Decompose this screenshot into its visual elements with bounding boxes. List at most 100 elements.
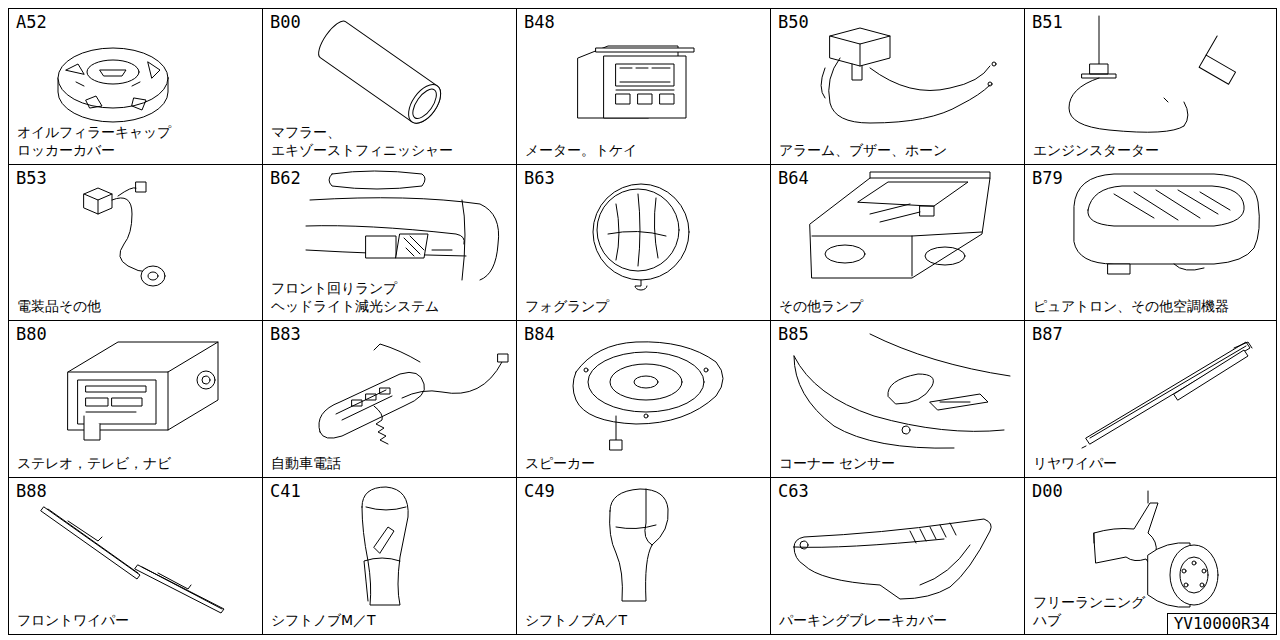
part-group-code: B88: [16, 481, 47, 501]
electrical-part-drawing-part: [136, 182, 146, 192]
part-group-name: フロントワイパー: [17, 611, 129, 629]
stereo-drawing-part: [197, 371, 215, 389]
part-group-name: シフトノブA／T: [525, 611, 627, 629]
shift-knob-at-drawing-part: [645, 489, 652, 545]
room-lamp-drawing-part: [920, 206, 934, 216]
corner-sensor-drawing-part: [794, 356, 1004, 431]
electrical-part-drawing-part: [84, 188, 112, 214]
buzzer-drawing: [821, 28, 996, 123]
drawing-number-box: YV10000R34: [1167, 613, 1277, 635]
part-group-code: B62: [270, 168, 301, 188]
part-group-code: B85: [778, 324, 809, 344]
room-lamp-drawing-part: [870, 172, 990, 178]
part-group-name: シフトノブM／T: [271, 611, 376, 629]
part-group-name: その他ランプ: [779, 297, 863, 315]
car-phone-drawing-part: [366, 394, 376, 400]
room-lamp-drawing-part: [870, 204, 920, 222]
part-group-name: フリーランニング ハブ: [1033, 593, 1145, 629]
parking-brake-cover-drawing-part: [920, 545, 970, 585]
corner-sensor-drawing-part: [888, 374, 934, 404]
catalog-cell: B88 フロントワイパー: [8, 477, 263, 635]
part-group-name: フロント回りランプ ヘッドライト減光システム: [271, 279, 439, 315]
front-lamp-drawing-part: [462, 200, 465, 280]
muffler-drawing: [314, 17, 447, 129]
part-group-name: リヤワイパー: [1033, 454, 1117, 472]
part-group-name: スピーカー: [525, 454, 595, 472]
part-group-code: B53: [16, 168, 47, 188]
muffler-drawing-part-part: [408, 85, 441, 122]
engine-starter-drawing: [1069, 16, 1247, 132]
drawing-number: YV10000R34: [1174, 615, 1270, 633]
catalog-cell: B63フォグランプ: [516, 164, 771, 321]
engine-starter-drawing-part-part: [1199, 55, 1235, 84]
part-group-code: B00: [270, 12, 301, 32]
free-running-hub-drawing-part: [1094, 533, 1095, 543]
corner-sensor-drawing: [794, 334, 1010, 448]
part-group-name: エンジンスターター: [1033, 141, 1159, 159]
electrical-part-drawing-part: [112, 198, 148, 272]
speaker-drawing-part: [588, 352, 704, 412]
air-purifier-drawing-part: [1074, 174, 1259, 264]
engine-starter-drawing-part: [1164, 98, 1168, 102]
free-running-hub-drawing-part: [1170, 545, 1218, 605]
parking-brake-cover-drawing: [794, 519, 991, 599]
part-group-name: アラーム、ブザー、ホーン: [779, 141, 947, 159]
shift-knob-mt-drawing-part: [364, 558, 400, 601]
buzzer-drawing-part: [992, 62, 996, 66]
part-group-code: B84: [524, 324, 555, 344]
part-group-code: A52: [16, 12, 47, 32]
air-purifier-drawing-part: [1114, 190, 1230, 220]
air-purifier-drawing-part: [1174, 264, 1204, 270]
front-wiper-drawing-part: [41, 507, 140, 579]
speaker-drawing-part: [616, 416, 617, 440]
front-wiper-drawing-part: [142, 567, 222, 609]
front-lamp-drawing-part: [329, 171, 425, 189]
room-lamp-drawing-part: [912, 236, 913, 276]
corner-sensor-drawing-part: [940, 402, 970, 403]
speaker-drawing-part: [644, 414, 648, 418]
shift-knob-mt-drawing-part: [366, 507, 406, 510]
corner-sensor-drawing-part: [870, 334, 1010, 376]
clock-drawing-part: [616, 94, 630, 104]
front-wiper-drawing-part: [135, 565, 224, 613]
clock-drawing-part: [616, 64, 674, 86]
part-group-name: 電装品その他: [17, 297, 101, 315]
car-phone-drawing-part: [402, 362, 502, 398]
part-group-name: フォグランプ: [525, 297, 609, 315]
buzzer-drawing-part: [988, 82, 992, 86]
room-lamp-drawing-part: [925, 247, 965, 265]
catalog-cell: B84 スピーカー: [516, 320, 771, 478]
catalog-cell: B87リヤワイパー: [1024, 320, 1277, 478]
rear-wiper-drawing-part: [1082, 346, 1246, 448]
free-running-hub-drawing-part: [1182, 569, 1186, 573]
catalog-cell: B64 その他ランプ: [770, 164, 1025, 321]
shift-knob-mt-drawing-part: [374, 527, 394, 553]
car-phone-drawing: [319, 344, 508, 444]
catalog-cell: D00フリーランニング ハブ: [1024, 477, 1277, 635]
electrical-part-drawing-part: [118, 188, 136, 196]
front-lamp-drawing-part: [404, 236, 424, 256]
catalog-cell: C63パーキングブレーキカバー: [770, 477, 1025, 635]
part-group-code: B64: [778, 168, 809, 188]
stereo-drawing-part: [84, 416, 100, 440]
buzzer-drawing-part: [830, 36, 890, 66]
buzzer-drawing-part: [821, 68, 825, 98]
shift-knob-at-drawing-part: [616, 525, 656, 529]
front-lamp-drawing-part: [366, 236, 396, 258]
oil-cap-drawing-part: [66, 62, 160, 110]
part-group-name: パーキングブレーキカバー: [779, 611, 947, 629]
room-lamp-drawing-part: [810, 178, 990, 278]
catalog-cell: B48メーター。トケイ: [516, 8, 771, 165]
shift-knob-mt-drawing-part: [362, 487, 408, 605]
part-group-code: B83: [270, 324, 301, 344]
car-phone-drawing-part: [319, 372, 425, 438]
electrical-part-drawing-part: [148, 272, 158, 280]
parking-brake-cover-drawing-part: [910, 523, 956, 543]
free-running-hub-drawing-part: [1148, 491, 1149, 503]
room-lamp-drawing: [810, 172, 990, 278]
shift-knob-at-drawing-part: [610, 489, 669, 601]
front-lamp-drawing-part: [432, 250, 452, 251]
corner-sensor-drawing-part: [902, 426, 910, 434]
shift-knob-at-drawing: [610, 489, 669, 601]
clock-drawing-part: [616, 90, 674, 91]
